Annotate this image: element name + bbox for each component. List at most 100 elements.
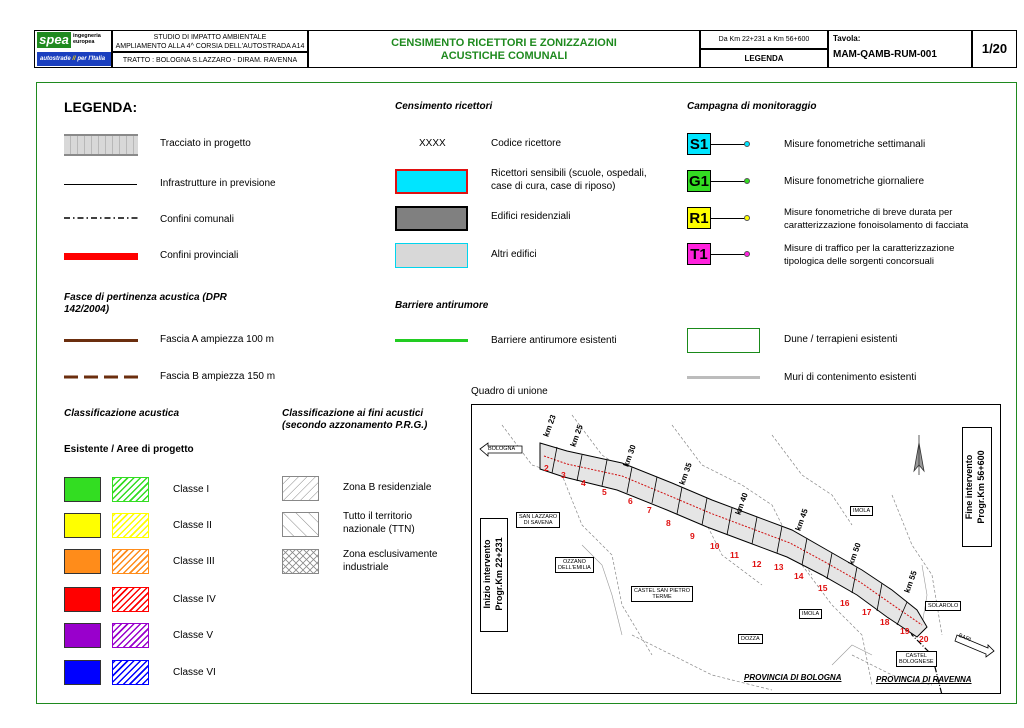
main-title-line2: ACUSTICHE COMUNALI (440, 50, 568, 62)
industriale-label-line1: Zona esclusivamente (343, 549, 438, 560)
industriale-symbol (282, 549, 319, 574)
autostrade-logo: autostrade // per l'Italia (37, 52, 111, 66)
tavola-label: Tavola: (833, 34, 861, 43)
inizio-line2: Progr.Km 22+231 (494, 537, 504, 611)
logo-box: spea ingegneria europea autostrade // pe… (34, 30, 112, 68)
route-corridor (539, 442, 928, 638)
classe-6-existing-swatch (64, 660, 101, 685)
monitor-label-r1-line2: caratterizzazione fonoisolamento di facc… (784, 220, 969, 231)
classe-4-label: Classe IV (173, 594, 216, 605)
barriere-title: Barriere antirumore (395, 300, 489, 311)
ttn-label-line2: nazionale (TTN) (343, 524, 415, 535)
legenda-box: LEGENDA (700, 49, 828, 68)
tavola-number: 16 (840, 598, 850, 608)
classe-1-existing-swatch (64, 477, 101, 502)
tavola-number: 20 (919, 634, 929, 644)
monitor-code-t1: T1 (687, 243, 711, 265)
tavola-number: 5 (602, 487, 607, 497)
tavola-number: 6 (628, 496, 633, 506)
ricettori-sensibili-label-line1: Ricettori sensibili (scuole, ospedali, (491, 168, 647, 179)
tavola-number: 2 (544, 463, 549, 473)
legend-frame (36, 82, 1017, 704)
classe-5-existing-swatch (64, 623, 101, 648)
prg-title-line2: (secondo azzonamento P.R.G.) (282, 420, 428, 431)
legend-title: LEGENDA: (64, 99, 138, 115)
provincia-ravenna-label: PROVINCIA DI RAVENNA (876, 675, 972, 684)
tavola-number: 17 (862, 607, 872, 617)
confini-comunali-symbol (64, 217, 138, 219)
edifici-residenziali-label: Edifici residenziali (491, 211, 571, 222)
zona-b-label: Zona B residenziale (343, 482, 432, 493)
tratto-box: TRATTO : BOLOGNA S.LAZZARO - DIRAM. RAVE… (112, 52, 308, 68)
monitor-code-r1: R1 (687, 207, 711, 229)
tracciato-label: Tracciato in progetto (160, 138, 251, 149)
ricettori-title: Censimento ricettori (395, 101, 493, 112)
tavola-number: 15 (818, 583, 828, 593)
barriere-label: Barriere antirumore esistenti (491, 335, 617, 346)
monitor-point-icon (744, 251, 750, 257)
north-arrow-icon (913, 435, 925, 475)
monitor-label-g1: Misure fonometriche giornaliere (784, 176, 925, 187)
monitor-leader-line (711, 254, 745, 255)
town-imola-south: IMOLA (799, 609, 823, 619)
classe-3-existing-swatch (64, 549, 101, 574)
esistente-title: Esistente / Aree di progetto (64, 444, 194, 455)
bologna-label: BOLOGNA (488, 446, 516, 452)
map-title: Quadro di unione (471, 386, 548, 397)
study-title-line1: STUDIO DI IMPATTO AMBIENTALE (153, 34, 267, 41)
dune-symbol (687, 328, 760, 353)
bologna-arrow (479, 442, 523, 457)
monitor-label-t1-line1: Misure di traffico per la caratterizzazi… (784, 243, 955, 254)
industriale-label-line2: industriale (343, 562, 389, 573)
prg-title-line1: Classificazione ai fini acustici (282, 408, 424, 419)
fine-intervento-box: Fine intervento Progr.Km 56+600 (962, 427, 992, 547)
infrastrutture-label: Infrastrutture in previsione (160, 178, 276, 189)
monitor-label-s1: Misure fonometriche settimanali (784, 139, 926, 150)
tavola-code: MAM-QAMB-RUM-001 (833, 49, 937, 60)
main-title-line1: CENSIMENTO RICETTORI E ZONIZZAZIONI (391, 37, 617, 49)
fascia-a-label: Fascia A ampiezza 100 m (160, 334, 274, 345)
page-box: 1/20 (972, 30, 1017, 68)
ttn-symbol (282, 512, 319, 537)
town-solarolo: SOLAROLO (925, 601, 962, 611)
altri-edifici-label: Altri edifici (491, 249, 537, 260)
monitor-leader-line (711, 181, 745, 182)
barriere-symbol (395, 339, 468, 342)
monitor-point-icon (744, 141, 750, 147)
classe-2-existing-swatch (64, 513, 101, 538)
classe-2-project-swatch (112, 513, 149, 538)
tavola-number: 4 (581, 478, 586, 488)
confini-provinciali-label: Confini provinciali (160, 250, 239, 261)
tavola-number: 10 (710, 541, 720, 551)
classe-6-label: Classe VI (173, 667, 216, 678)
header: spea ingegneria europea autostrade // pe… (34, 30, 1017, 68)
classe-4-project-swatch (112, 587, 149, 612)
confini-comunali-label: Confini comunali (160, 214, 234, 225)
monitor-label-t1-line2: tipologica delle sorgenti concorsuali (784, 256, 934, 267)
infrastrutture-symbol (64, 184, 137, 185)
classificazione-title: Classificazione acustica (64, 408, 180, 419)
fascia-b-label: Fascia B ampiezza 150 m (160, 371, 276, 382)
confini-provinciali-symbol (64, 253, 138, 260)
fasce-title: Fasce di pertinenza acustica (DPR 142/20… (64, 292, 227, 315)
tracciato-symbol (64, 134, 138, 156)
classe-1-label: Classe I (173, 484, 210, 495)
monitor-label-r1-line1: Misure fonometriche di breve durata per (784, 207, 953, 218)
ricettori-sensibili-label-line2: case di cura, case di riposo) (491, 181, 616, 192)
spea-logo: spea (37, 32, 71, 48)
legenda-header-text: LEGENDA (744, 54, 784, 63)
dune-label: Dune / terrapieni esistenti (784, 334, 898, 345)
tavola-number: 11 (730, 550, 739, 560)
km-range-text: Da Km 22+231 a Km 56+600 (718, 36, 810, 43)
monitor-point-icon (744, 215, 750, 221)
page-number: 1/20 (981, 41, 1008, 56)
codice-ricettore-symbol: XXXX (419, 138, 446, 149)
campagna-title: Campagna di monitoraggio (687, 101, 817, 112)
inizio-intervento-box: Inizio intervento Progr.Km 22+231 (480, 518, 508, 632)
edifici-residenziali-symbol (395, 206, 468, 231)
zona-b-symbol (282, 476, 319, 501)
